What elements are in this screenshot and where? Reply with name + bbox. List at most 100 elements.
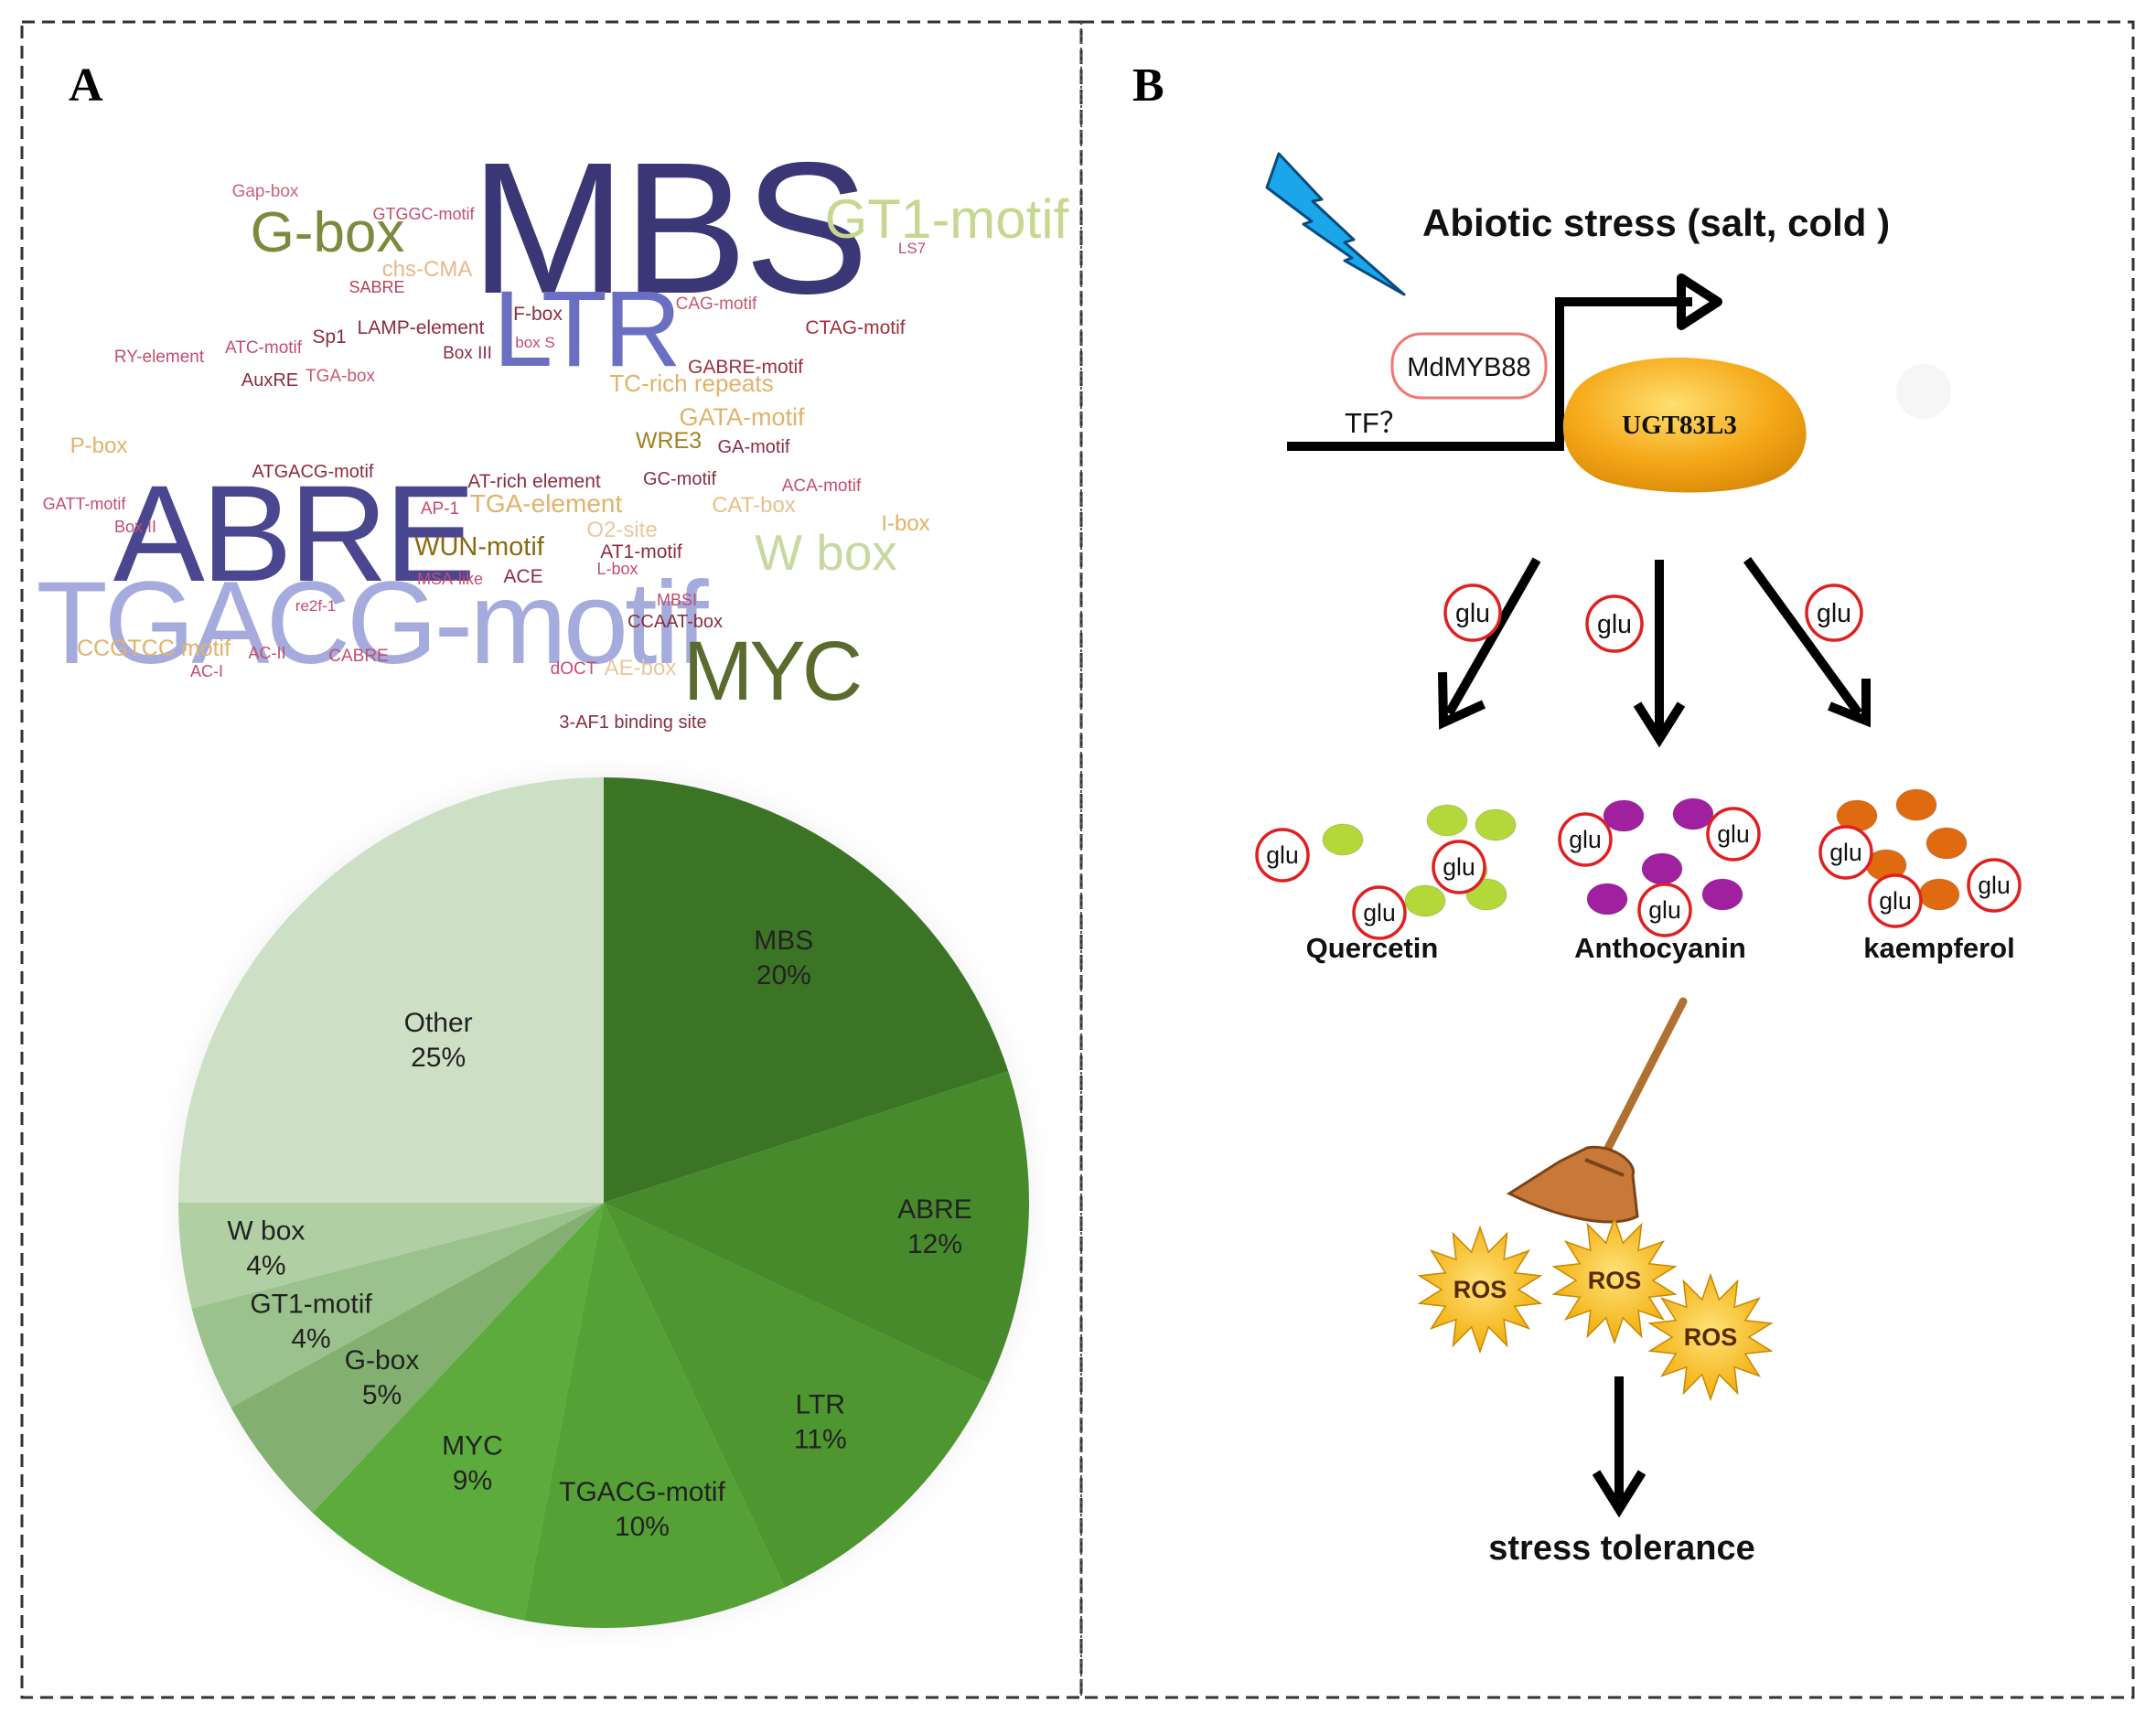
word-cloud-term: LTR — [493, 269, 678, 390]
glu-badge: glu — [1818, 825, 1873, 880]
pie-slice-percent: 11% — [794, 1425, 847, 1455]
broom-handle — [1599, 997, 1688, 1162]
glu-circle — [1706, 807, 1761, 862]
glu-badge: glu — [1443, 583, 1502, 642]
word-cloud-term: CAG-motif — [676, 294, 757, 314]
glu-circle — [1868, 873, 1923, 928]
broom-icon — [1506, 997, 1688, 1224]
gene-blob — [1562, 358, 1807, 493]
word-cloud-term: SABRE — [349, 278, 404, 296]
word-cloud-term: G-box — [251, 201, 405, 264]
word-cloud-term: GATT-motif — [43, 495, 127, 513]
molecule-dot — [1641, 852, 1683, 885]
ros-star: ROS — [1417, 1225, 1543, 1354]
ros-star: ROS — [1551, 1215, 1678, 1345]
broom-band — [1584, 1158, 1625, 1177]
glu-badge: glu — [1967, 858, 2022, 913]
word-cloud-term: box S — [515, 334, 554, 351]
glu-badge: glu — [1637, 883, 1692, 937]
word-cloud-term: GA-motif — [718, 437, 790, 457]
pie-slice-percent: 4% — [291, 1324, 330, 1354]
broom-bristles — [1506, 1145, 1639, 1224]
word-cloud-term: Gap-box — [232, 182, 299, 201]
pie-slice-label: ABRE — [897, 1194, 972, 1225]
word-cloud-term: GC-motif — [643, 469, 716, 489]
pathway-arrows — [1438, 557, 1871, 748]
pie-labels: MBS20%ABRE12%LTR11%TGACG-motif10%MYC9%G-… — [227, 926, 971, 1542]
pie-slice — [523, 1203, 785, 1629]
ros-label: ROS — [1453, 1276, 1507, 1303]
glu-label: glu — [1266, 841, 1299, 869]
arrow-right — [1743, 557, 1863, 716]
arrow-right-head-icon — [1828, 679, 1871, 728]
word-cloud-term: dOCT — [551, 659, 597, 679]
word-cloud-term: GABRE-motif — [688, 357, 803, 378]
tf-outline — [1390, 332, 1548, 400]
promoter-arrow-icon — [1677, 273, 1722, 330]
pie-slice-label: LTR — [796, 1390, 845, 1420]
tf-name: MdMYB88 — [1407, 353, 1530, 382]
pie-slice — [178, 777, 604, 1203]
word-cloud-term: re2f-1 — [295, 597, 336, 615]
pie-slice-percent: 5% — [362, 1380, 402, 1410]
glu-badge: glu — [1868, 873, 1923, 928]
word-cloud-term: LS7 — [898, 240, 926, 257]
word-cloud-term: MBS — [470, 123, 865, 333]
pie-slice-label: GT1-motif — [250, 1290, 372, 1320]
molecule-dot — [1322, 823, 1364, 856]
molecule-dot — [1475, 808, 1517, 841]
word-cloud-term: TC-rich repeats — [609, 369, 773, 397]
ros-star-icon — [1647, 1272, 1774, 1402]
word-cloud-term: GATA-motif — [679, 403, 805, 431]
molecule-dot — [1895, 788, 1937, 821]
panel-b-letter: B — [1132, 59, 1164, 112]
pie-slice-label: TGACG-motif — [559, 1477, 725, 1507]
pie-slice-label: MYC — [442, 1431, 503, 1461]
pie-slice — [178, 1203, 604, 1309]
glu-badge: glu — [1585, 594, 1644, 653]
pie-slice — [604, 1203, 989, 1588]
molecule-dot — [1603, 799, 1645, 832]
molecule-dot — [1672, 798, 1714, 830]
arrow-left — [1444, 557, 1541, 716]
glu-label: glu — [1829, 839, 1862, 866]
glu-badge: glu — [1805, 583, 1863, 642]
glu-circle — [1432, 840, 1486, 894]
pie-slice-percent: 4% — [246, 1251, 285, 1281]
arrow-left-head-icon — [1438, 671, 1486, 730]
glu-label: glu — [1717, 820, 1750, 848]
word-cloud-term: TGA-element — [470, 489, 623, 518]
gene-promoter: MdMYB88 TF？ UGT83L3 — [1287, 273, 1951, 493]
word-cloud-term: AC-II — [248, 644, 285, 662]
pie-slice — [312, 1203, 604, 1621]
pie-slice-percent: 9% — [453, 1466, 492, 1496]
word-cloud-term: CABRE — [328, 647, 388, 666]
pie-slice-percent: 25% — [411, 1043, 466, 1073]
word-cloud-term: W box — [755, 524, 897, 581]
faint-circle — [1896, 364, 1951, 419]
glu-circle — [1585, 594, 1644, 653]
glu-circle — [1637, 883, 1692, 937]
pie-slice-label: MBS — [754, 926, 813, 956]
glu-circle — [1443, 583, 1502, 642]
glu-badge: glu — [1352, 885, 1407, 940]
ros-star-icon — [1417, 1225, 1543, 1354]
word-cloud-term: CCAAT-box — [627, 612, 723, 632]
word-cloud-term: WUN-motif — [414, 532, 545, 562]
word-cloud-term: GTGGC-motif — [373, 205, 476, 223]
word-cloud-term: AT1-motif — [600, 541, 682, 562]
panel-b-frame — [1079, 20, 2135, 1699]
gene-name: UGT83L3 — [1622, 411, 1737, 440]
outcome: stress tolerance — [1488, 1376, 1755, 1568]
product-label: Anthocyanin — [1574, 932, 1746, 964]
pie-slice-percent: 20% — [756, 960, 811, 990]
panel-a-letter: A — [69, 59, 103, 112]
word-cloud-term: AT-rich element — [467, 471, 601, 492]
lightning-icon — [1265, 152, 1406, 296]
ros-star-icon — [1551, 1215, 1678, 1345]
pie-slice — [604, 1071, 1029, 1384]
molecule-dot — [1925, 827, 1968, 860]
